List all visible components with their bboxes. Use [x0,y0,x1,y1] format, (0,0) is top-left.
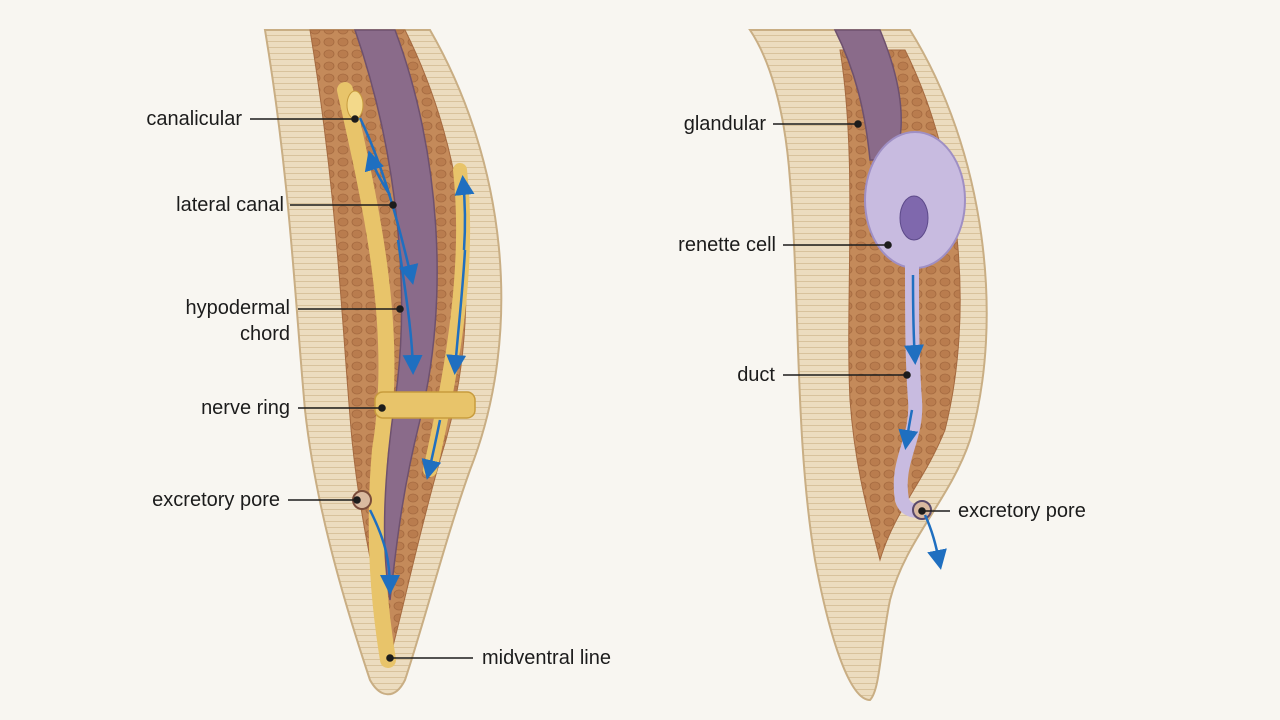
label-hypodermal-line1: hypodermal [185,295,290,321]
label-glandular: glandular [684,111,766,137]
label-hypodermal-chord: hypodermal chord [185,295,290,347]
left-nerve-ring [375,392,475,418]
right-worm [750,30,987,700]
label-midventral-line: midventral line [482,645,611,671]
label-nerve-ring: nerve ring [201,395,290,421]
left-worm [265,30,501,694]
label-lateral-canal: lateral canal [176,192,284,218]
label-excretory-pore-right: excretory pore [958,498,1086,524]
left-canalicular-tip [347,91,363,119]
label-hypodermal-line2: chord [185,321,290,347]
label-excretory-pore-left: excretory pore [152,487,280,513]
label-canalicular: canalicular [146,106,242,132]
label-renette-cell: renette cell [678,232,776,258]
label-duct: duct [737,362,775,388]
renette-nucleus [900,196,928,240]
